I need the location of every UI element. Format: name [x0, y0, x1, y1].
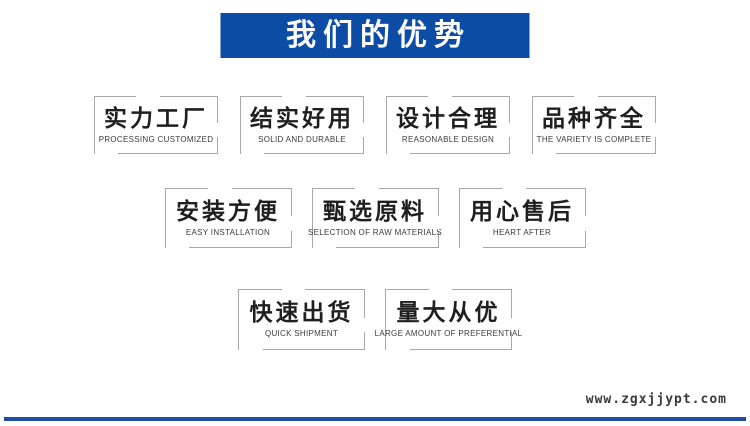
border-gap [437, 216, 439, 231]
border-gap [655, 123, 656, 138]
website-url: www.zgxjjypt.com [585, 392, 727, 407]
advantage-card: 设计合理 REASONABLE DESIGN [386, 96, 510, 154]
border-gap [290, 216, 292, 231]
title-banner: 我们的优势 [220, 13, 530, 58]
card-title: 安装方便 [176, 197, 280, 224]
border-gap [459, 247, 484, 248]
border-gap [364, 317, 365, 333]
border-gap [387, 153, 411, 154]
border-gap [217, 123, 218, 138]
advantage-row-1: 实力工厂 PROCESSING CUSTOMIZED 结实好用 SOLID AN… [0, 96, 750, 154]
border-gap [281, 289, 306, 290]
card-title: 结实好用 [250, 104, 354, 131]
border-gap [165, 247, 190, 248]
advantage-row-3: 快速出货 QUICK SHIPMENT 量大从优 LARGE AMOUNT OF… [0, 289, 750, 350]
card-title: 快速出货 [249, 299, 354, 325]
card-subtitle: LARGE AMOUNT OF PREFERENTIAL [374, 329, 523, 338]
border-gap [363, 123, 364, 138]
border-gap [95, 153, 119, 154]
card-title: 设计合理 [396, 104, 500, 131]
border-gap [241, 153, 265, 154]
footer-bar [4, 417, 746, 421]
card-title: 用心售后 [470, 197, 574, 224]
card-title: 量大从优 [396, 299, 501, 325]
card-subtitle: REASONABLE DESIGN [401, 134, 495, 144]
card-title: 甄选原料 [323, 197, 427, 224]
advantage-card: 安装方便 EASY INSTALLATION [164, 188, 292, 248]
advantage-card: 品种齐全 THE VARIETY IS COMPLETE [532, 96, 656, 154]
border-gap [136, 96, 160, 97]
card-subtitle: SELECTION OF RAW MATERIALS [307, 227, 443, 237]
border-gap [574, 96, 598, 97]
border-gap [511, 317, 512, 333]
border-gap [428, 289, 453, 290]
border-gap [208, 188, 232, 189]
border-gap [502, 188, 526, 189]
advantage-card: 甄选原料 SELECTION OF RAW MATERIALS [308, 188, 442, 248]
card-subtitle: PROCESSING CUSTOMIZED [98, 134, 214, 144]
border-gap [584, 216, 586, 231]
border-gap [509, 123, 510, 138]
advantage-card: 用心售后 HEART AFTER [458, 188, 586, 248]
advantage-card: 结实好用 SOLID AND DURABLE [240, 96, 364, 154]
card-subtitle: EASY INSTALLATION [185, 227, 271, 237]
border-gap [355, 188, 379, 189]
border-gap [282, 96, 306, 97]
card-subtitle: THE VARIETY IS COMPLETE [536, 134, 652, 144]
card-subtitle: HEART AFTER [492, 227, 552, 237]
advantage-card: 快速出货 QUICK SHIPMENT [238, 289, 365, 350]
advantage-row-2: 安装方便 EASY INSTALLATION 甄选原料 SELECTION OF… [0, 188, 750, 248]
card-subtitle: SOLID AND DURABLE [258, 134, 346, 144]
border-gap [428, 96, 452, 97]
card-title: 实力工厂 [104, 104, 208, 131]
banner-title: 我们的优势 [286, 18, 471, 52]
advantage-card: 量大从优 LARGE AMOUNT OF PREFERENTIAL [375, 289, 522, 350]
card-title: 品种齐全 [542, 104, 646, 131]
card-subtitle: QUICK SHIPMENT [264, 329, 339, 338]
border-gap [386, 349, 410, 350]
border-gap [239, 349, 263, 350]
border-gap [533, 153, 557, 154]
advantage-card: 实力工厂 PROCESSING CUSTOMIZED [94, 96, 218, 154]
border-gap [312, 247, 337, 248]
